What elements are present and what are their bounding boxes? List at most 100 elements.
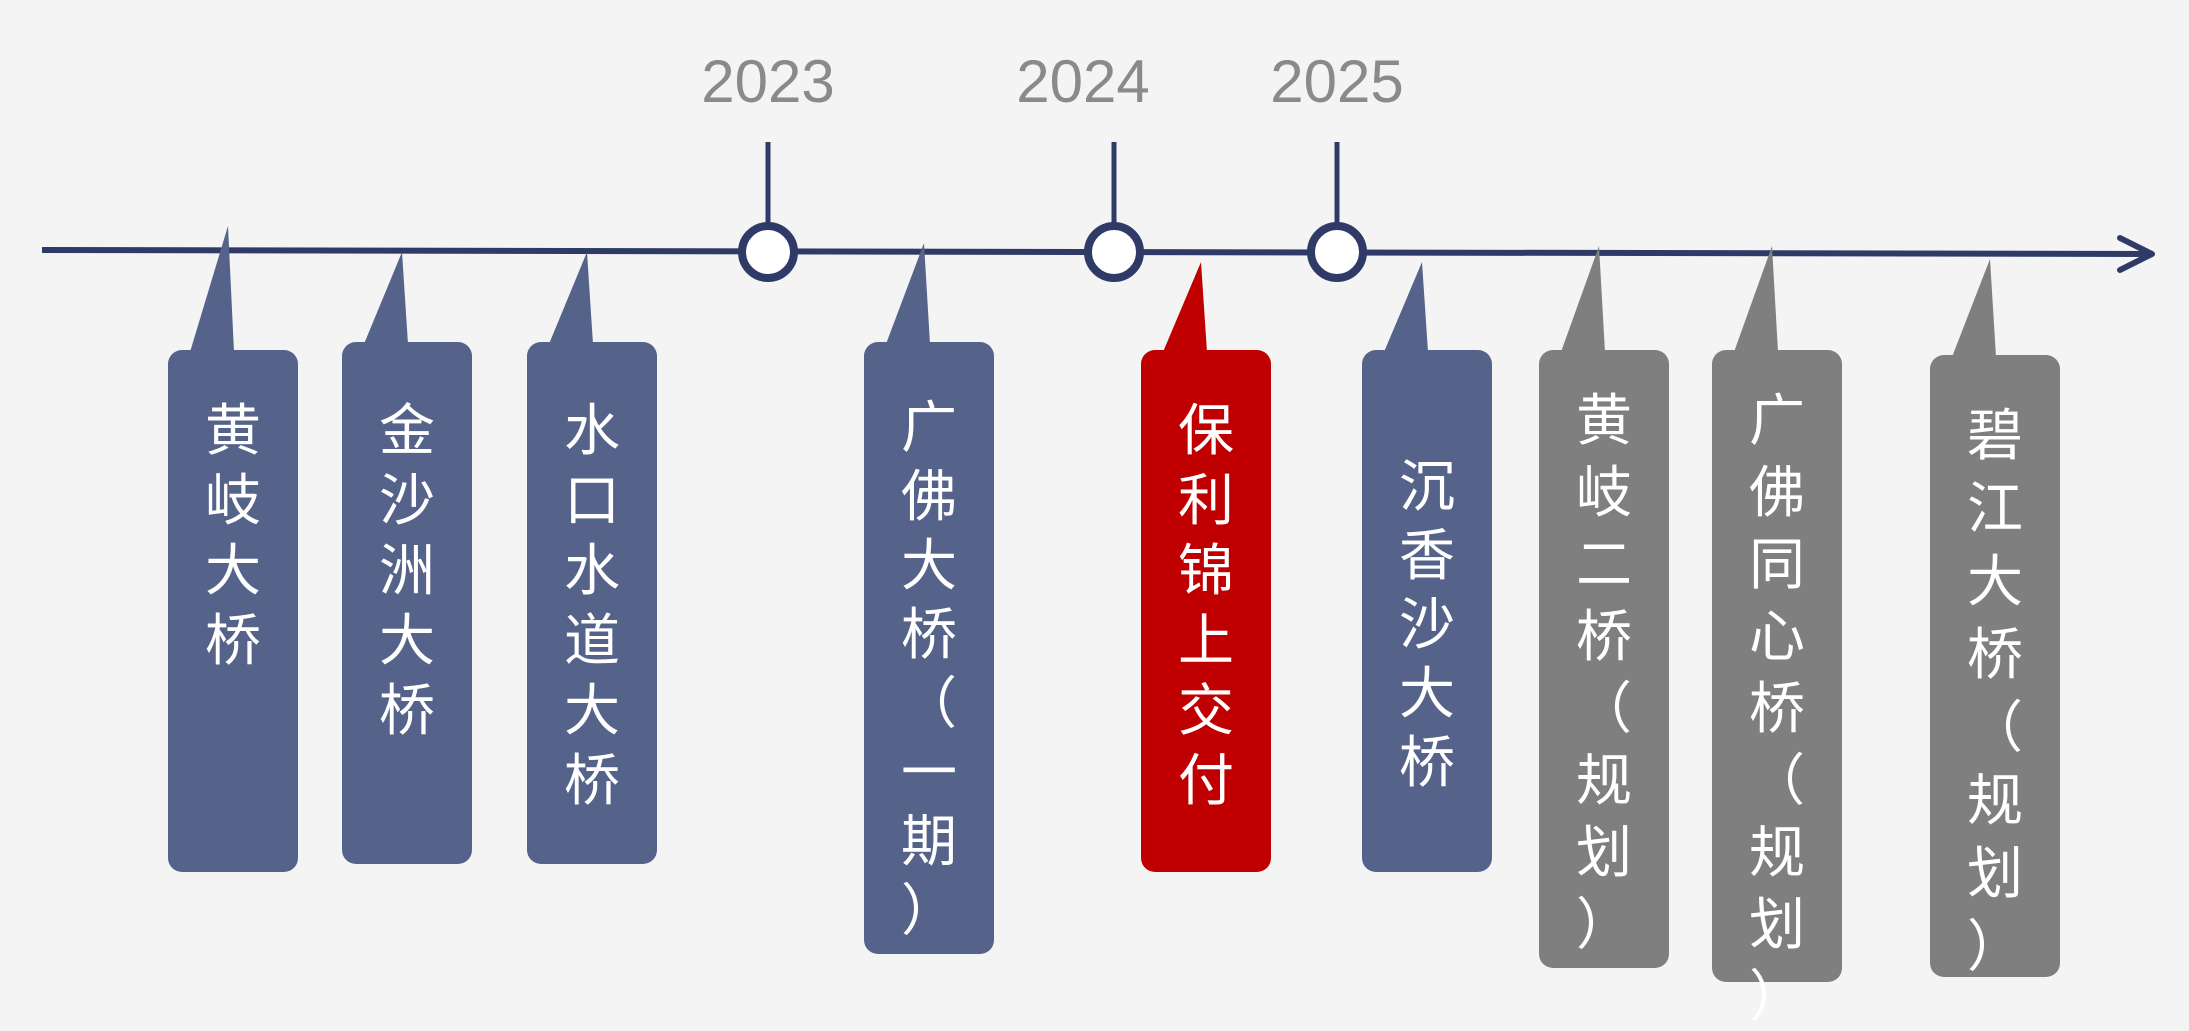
guangfo-tongxin-bridge-char: ）: [1749, 965, 1805, 1026]
huangqi-bridge-box: [168, 350, 298, 872]
shuikou-waterway-bridge-box: [527, 342, 657, 864]
jinshazhou-bridge-box: [342, 342, 472, 864]
huangqi-bridge-char: 黄: [205, 399, 261, 464]
bijiang-bridge-char: 桥: [1967, 623, 2023, 688]
guangfo-tongxin-bridge-box: [1712, 350, 1842, 982]
huangqi-second-bridge-char: 二: [1576, 533, 1632, 598]
guangfo-bridge-phase1-char: 大: [901, 534, 957, 599]
huangqi-bridge-char: 大: [205, 539, 261, 604]
guangfo-bridge-phase1-char: （: [901, 672, 957, 737]
shuikou-waterway-bridge-char: 道: [564, 609, 620, 674]
shuikou-waterway-bridge-char: 大: [564, 679, 620, 744]
year-2025-marker: 2025: [1270, 48, 1404, 282]
poly-jinshang-delivery-pointer: [1163, 262, 1207, 352]
guangfo-bridge-phase1-char: 一: [901, 741, 957, 806]
timeline-arrowhead: [2117, 235, 2155, 273]
guangfo-tongxin-bridge-char: 划: [1749, 893, 1805, 958]
guangfo-tongxin-bridge-pointer: [1734, 246, 1778, 352]
guangfo-bridge-phase1-char: 佛: [901, 465, 957, 530]
chenxiangsha-bridge-char: 大: [1399, 662, 1455, 727]
guangfo-bridge-phase1-pointer: [886, 243, 930, 344]
guangfo-bridge-phase1-char: 桥: [901, 603, 957, 668]
huangqi-second-bridge-char: 桥: [1576, 605, 1632, 670]
huangqi-second-bridge-char: 黄: [1576, 389, 1632, 454]
huangqi-second-bridge-char: 划: [1576, 821, 1632, 886]
huangqi-second-bridge-char: 岐: [1576, 461, 1632, 526]
year-2025-circle: [1307, 222, 1367, 282]
guangfo-tongxin-bridge-char: 心: [1749, 605, 1805, 670]
chenxiangsha-bridge-box: [1362, 350, 1492, 872]
guangfo-tongxin-bridge-char: 同: [1749, 533, 1805, 598]
jinshazhou-bridge-char: 桥: [379, 679, 435, 744]
jinshazhou-bridge-char: 金: [379, 399, 435, 464]
shuikou-waterway-bridge-char: 水: [564, 539, 620, 604]
poly-jinshang-delivery-char: 付: [1178, 749, 1234, 814]
shuikou-waterway-bridge-char: 口: [564, 469, 620, 534]
huangqi-second-bridge-char: 规: [1576, 749, 1632, 814]
huangqi-bridge-char: 岐: [205, 469, 261, 534]
bridge-callouts: 黄岐大桥金沙洲大桥水口水道大桥广佛大桥（一期）保利锦上交付沉香沙大桥黄岐二桥（规…: [168, 226, 2060, 1030]
jinshazhou-bridge-char: 洲: [379, 539, 435, 604]
chenxiangsha-bridge-char: 沉: [1399, 455, 1455, 520]
huangqi-second-bridge-char: （: [1576, 677, 1632, 742]
shuikou-waterway-bridge-char: 桥: [564, 749, 620, 814]
bijiang-bridge-box: [1930, 355, 2060, 977]
bijiang-bridge-char: 碧: [1967, 404, 2023, 469]
guangfo-bridge-phase1-char: ）: [901, 879, 957, 944]
huangqi-bridge-pointer: [190, 226, 234, 352]
poly-jinshang-delivery-char: 锦: [1178, 539, 1234, 604]
guangfo-tongxin-bridge-char: 桥: [1749, 677, 1805, 742]
poly-jinshang-delivery-char: 保: [1178, 399, 1234, 464]
poly-jinshang-delivery-box: [1141, 350, 1271, 872]
shuikou-waterway-bridge-char: 水: [564, 399, 620, 464]
guangfo-bridge-phase1-char: 广: [901, 396, 957, 461]
bijiang-bridge-char: （: [1967, 696, 2023, 761]
poly-jinshang-delivery-char: 利: [1178, 469, 1234, 534]
huangqi-second-bridge-box: [1539, 350, 1669, 968]
year-2024-circle: [1084, 222, 1144, 282]
guangfo-bridge-phase1-box: [864, 342, 994, 954]
jinshazhou-bridge-pointer: [364, 252, 408, 344]
year-2024-label: 2024: [1016, 48, 1149, 115]
huangqi-second-bridge-pointer: [1561, 246, 1605, 352]
bijiang-bridge-char: 规: [1967, 769, 2023, 834]
chenxiangsha-bridge-char: 沙: [1399, 593, 1455, 658]
jinshazhou-bridge-char: 大: [379, 609, 435, 674]
bijiang-bridge-char: 大: [1967, 550, 2023, 615]
poly-jinshang-delivery-char: 上: [1178, 609, 1234, 674]
year-2025-label: 2025: [1270, 48, 1403, 115]
year-2023-label: 2023: [701, 48, 834, 115]
jinshazhou-bridge-char: 沙: [379, 469, 435, 534]
year-2023-marker: 2023: [701, 48, 835, 282]
poly-jinshang-delivery-char: 交: [1178, 679, 1234, 744]
chenxiangsha-bridge-char: 香: [1399, 524, 1455, 589]
bijiang-bridge-char: ）: [1967, 915, 2023, 980]
year-2023-circle: [738, 222, 798, 282]
year-2024-marker: 2024: [1016, 48, 1150, 282]
chenxiangsha-bridge-char: 桥: [1399, 731, 1455, 796]
chenxiangsha-bridge-pointer: [1384, 262, 1428, 352]
bijiang-bridge-pointer: [1952, 259, 1996, 357]
guangfo-tongxin-bridge-char: 广: [1749, 389, 1805, 454]
year-markers: 2023 2024 2025: [701, 48, 1404, 282]
guangfo-tongxin-bridge-char: 规: [1749, 821, 1805, 886]
guangfo-tongxin-bridge-char: 佛: [1749, 461, 1805, 526]
bijiang-bridge-char: 江: [1967, 477, 2023, 542]
huangqi-second-bridge-char: ）: [1576, 893, 1632, 958]
guangfo-bridge-phase1-char: 期: [901, 810, 957, 875]
huangqi-bridge-char: 桥: [205, 609, 261, 674]
guangfo-tongxin-bridge-char: （: [1749, 749, 1805, 814]
shuikou-waterway-bridge-pointer: [549, 252, 593, 344]
bijiang-bridge-char: 划: [1967, 842, 2023, 907]
